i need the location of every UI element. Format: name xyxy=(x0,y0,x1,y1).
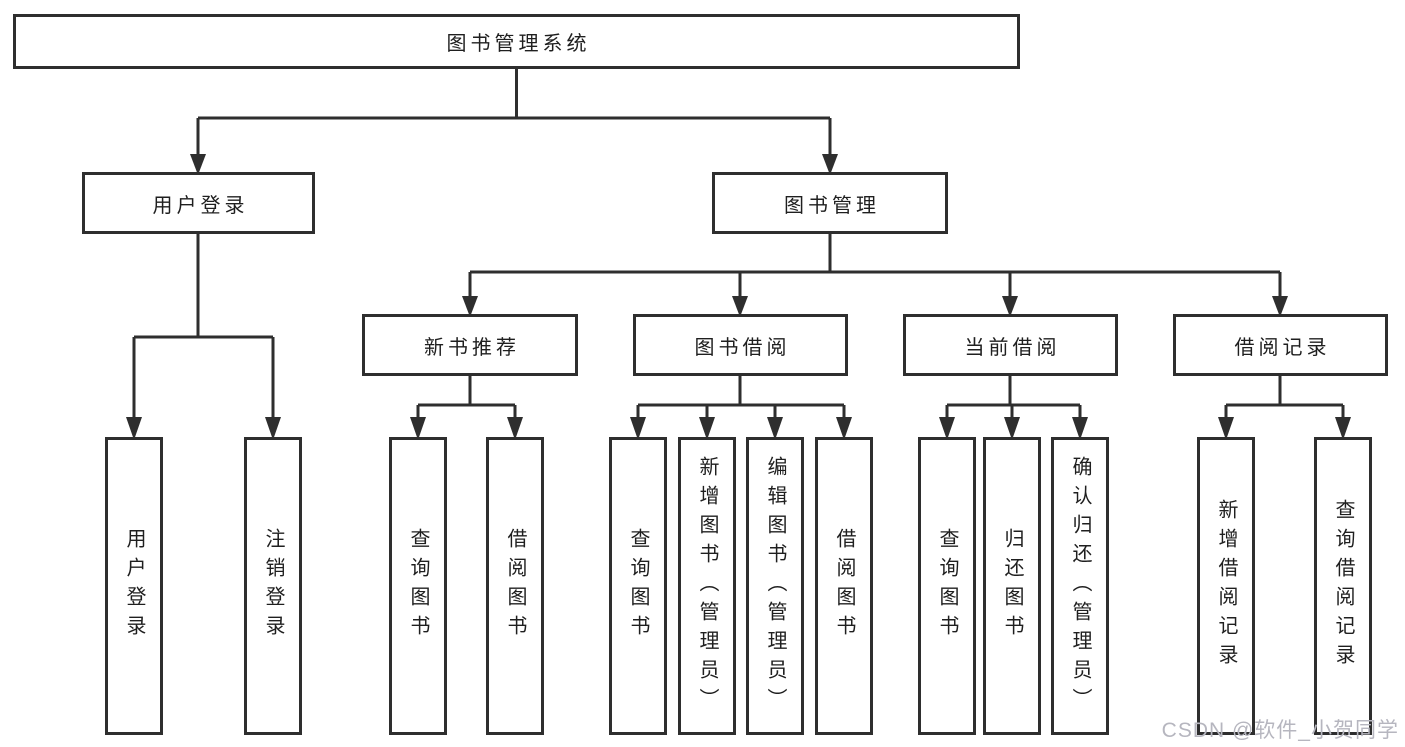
node-library-management-system: 图书管理系统 xyxy=(13,14,1020,69)
leaf-records-add-record: 新增借阅记录 xyxy=(1197,437,1255,735)
node-book-borrow: 图书借阅 xyxy=(633,314,848,376)
leaf-borrow-add-book-admin: 新增图书（管理员） xyxy=(678,437,736,735)
node-current-borrow: 当前借阅 xyxy=(903,314,1118,376)
node-user-login: 用户登录 xyxy=(82,172,315,234)
leaf-records-query-record: 查询借阅记录 xyxy=(1314,437,1372,735)
leaf-current-confirm-return-admin: 确认归还（管理员） xyxy=(1051,437,1109,735)
node-book-management: 图书管理 xyxy=(712,172,948,234)
leaf-current-query-book: 查询图书 xyxy=(918,437,976,735)
leaf-borrow-edit-book-admin: 编辑图书（管理员） xyxy=(746,437,804,735)
csdn-watermark: CSDN @软件_小贺同学 xyxy=(1161,719,1399,742)
leaf-recommend-borrow-book: 借阅图书 xyxy=(486,437,544,735)
node-borrow-records: 借阅记录 xyxy=(1173,314,1388,376)
leaf-current-return-book: 归还图书 xyxy=(983,437,1041,735)
leaf-borrow-query-book: 查询图书 xyxy=(609,437,667,735)
leaf-borrow-borrow-book: 借阅图书 xyxy=(815,437,873,735)
leaf-recommend-query-book: 查询图书 xyxy=(389,437,447,735)
node-new-book-recommend: 新书推荐 xyxy=(362,314,578,376)
leaf-logout: 注销登录 xyxy=(244,437,302,735)
leaf-user-login: 用户登录 xyxy=(105,437,163,735)
